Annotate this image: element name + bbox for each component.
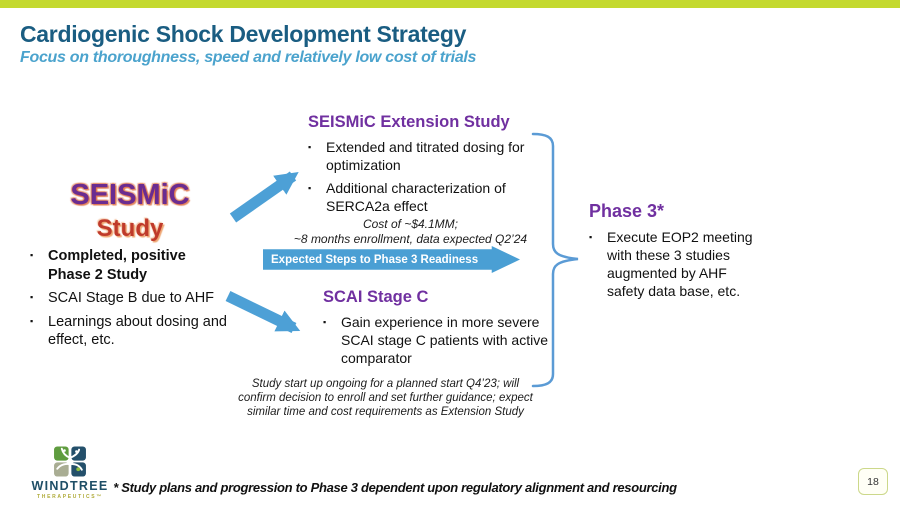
page-number-badge: 18	[858, 468, 888, 495]
bullet-marker-icon: ▪	[589, 232, 593, 242]
arrow-to-extension-study-icon	[229, 171, 299, 223]
bullet-marker-icon: ▪	[30, 292, 34, 303]
steps-banner-arrow: Expected Steps to Phase 3 Readiness	[263, 246, 520, 273]
windtree-logo-tagline: THERAPEUTICS™	[37, 494, 103, 500]
windtree-logo-name: WINDTREE	[31, 479, 109, 493]
page-number: 18	[867, 475, 879, 488]
scai-stage-c-block: SCAI Stage C ▪ Gain experience in more se…	[323, 288, 563, 373]
bullet-marker-icon: ▪	[323, 317, 327, 327]
bullet-text: Additional characterization of SERCA2a e…	[326, 179, 506, 214]
footnote: * Study plans and progression to Phase 3…	[113, 480, 677, 495]
seismic-study-block: SEISMiC Study	[30, 179, 230, 243]
windtree-tree-icon	[28, 446, 112, 477]
bullet-marker-icon: ▪	[308, 182, 312, 193]
bullet-item: ▪ Completed, positive Phase 2 Study	[30, 247, 232, 284]
bullet-text: Execute EOP2 meeting with these 3 studie…	[607, 229, 753, 299]
phase3-bullet-list: ▪ Execute EOP2 meeting with these 3 studi…	[589, 229, 761, 301]
bullet-text: SCAI Stage B due to AHF	[48, 290, 215, 307]
bullet-marker-icon: ▪	[30, 250, 34, 260]
extension-study-heading: SEISMiC Extension Study	[308, 113, 510, 131]
bullet-item: ▪ Execute EOP2 meeting with these 3 studi…	[589, 229, 761, 301]
bullet-marker-icon: ▪	[30, 315, 34, 326]
extension-study-bullet-list: ▪ Extended and titrated dosing for optimi…	[308, 139, 533, 216]
extension-study-note: Cost of ~$4.1MM; ~8 months enrollment, d…	[293, 217, 528, 246]
bullet-marker-icon: ▪	[308, 142, 312, 152]
arrow-to-scai-stage-c-icon	[225, 291, 301, 333]
scai-stage-c-heading: SCAI Stage C	[323, 288, 429, 306]
bullet-text: Gain experience in more severe SCAI stag…	[341, 314, 548, 366]
bullet-text: Completed, positive Phase 2 Study	[48, 248, 186, 283]
scai-stage-c-note: Study start up ongoing for a planned sta…	[238, 378, 533, 419]
slide-subtitle: Focus on thoroughness, speed and relativ…	[20, 49, 477, 66]
bullet-item: ▪ SCAI Stage B due to AHF	[30, 289, 232, 308]
bullet-item: ▪ Extended and titrated dosing for optimi…	[308, 139, 533, 175]
bullet-text: Extended and titrated dosing for optimiz…	[326, 139, 525, 173]
bullet-item: ▪ Gain experience in more severe SCAI sta…	[323, 314, 563, 368]
seismic-subtitle: Study	[96, 215, 164, 242]
phase3-block: Phase 3* ▪ Execute EOP2 meeting with thes…	[589, 201, 761, 306]
scai-stage-c-bullet-list: ▪ Gain experience in more severe SCAI sta…	[323, 314, 563, 368]
phase3-heading: Phase 3*	[589, 201, 665, 221]
steps-banner-label: Expected Steps to Phase 3 Readiness	[271, 253, 479, 266]
bullet-item: ▪ Learnings about dosing and effect, etc.	[30, 313, 232, 350]
bullet-text: Learnings about dosing and effect, etc.	[48, 313, 227, 349]
top-accent-bar	[0, 0, 900, 8]
slide-title: Cardiogenic Shock Development Strategy	[20, 21, 467, 47]
bullet-item: ▪ Additional characterization of SERCA2a …	[308, 180, 533, 216]
windtree-logo: WINDTREE THERAPEUTICS™	[28, 446, 112, 500]
seismic-title: SEISMiC	[70, 179, 190, 211]
extension-study-block: SEISMiC Extension Study ▪ Extended and ti…	[308, 113, 533, 221]
seismic-bullet-list: ▪ Completed, positive Phase 2 Study ▪ SCAI …	[30, 247, 232, 355]
